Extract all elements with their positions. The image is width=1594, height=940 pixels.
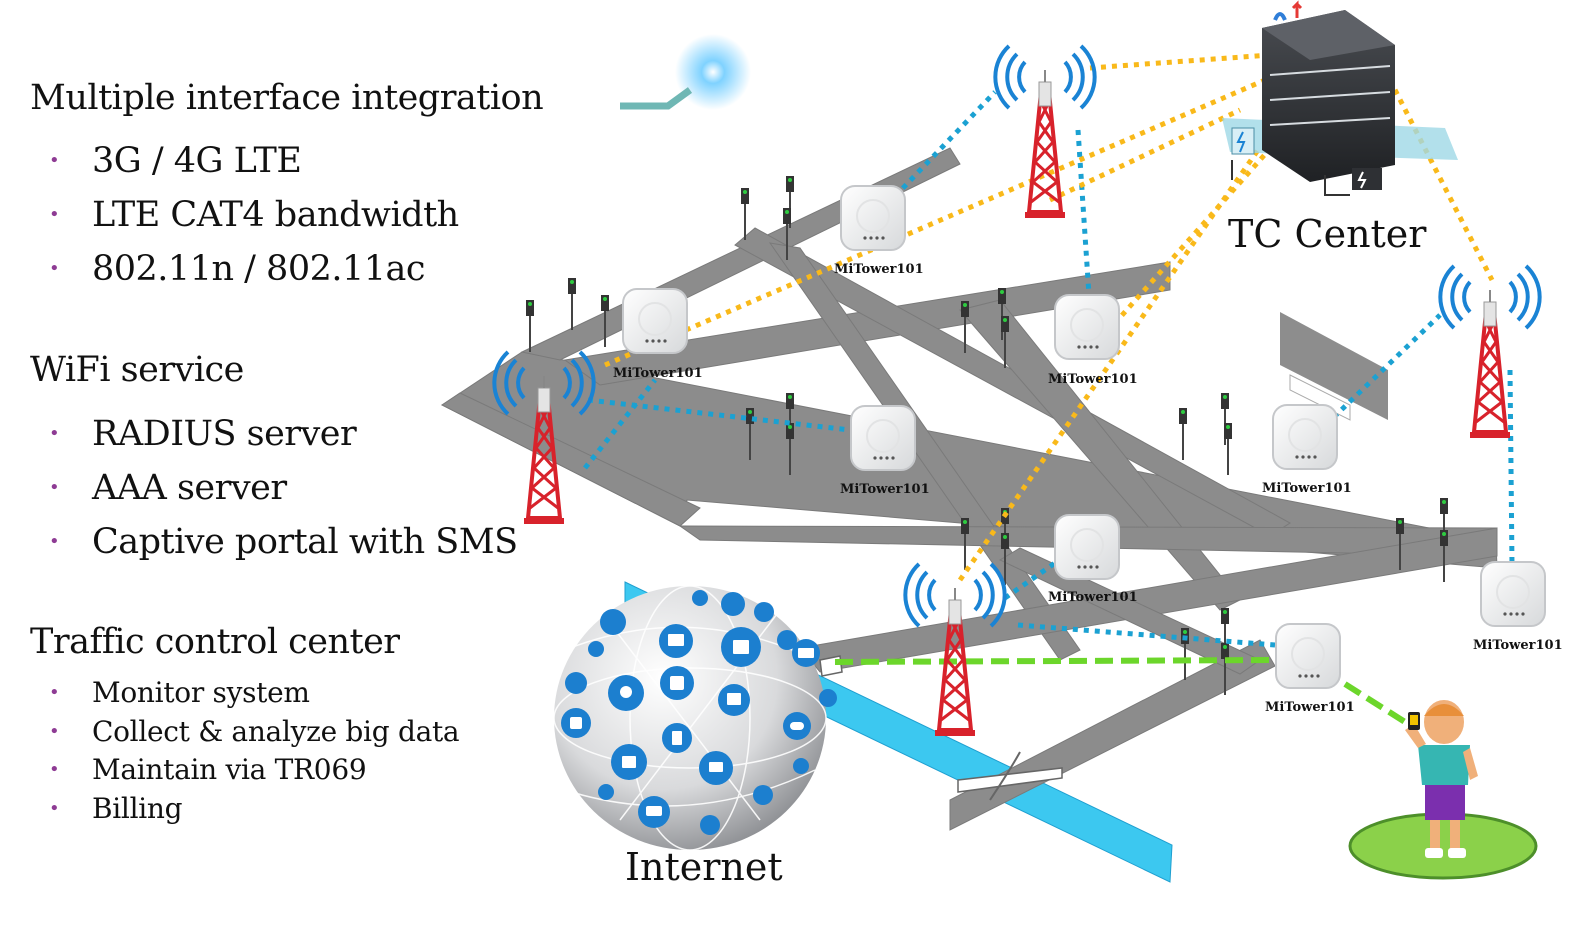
mobile-user-icon: [1348, 700, 1538, 880]
pointer-line: [620, 87, 693, 110]
access-point-label: MiTower101: [1048, 372, 1138, 387]
tc-center-label: TC Center: [1228, 212, 1427, 256]
list-item: •LTE CAT4 bandwidth: [45, 188, 459, 242]
access-point-icon: [850, 405, 916, 471]
wifi-list: •RADIUS server •AAA server •Captive port…: [45, 407, 518, 569]
bullet-icon: •: [49, 204, 60, 225]
bullet-icon: •: [49, 423, 60, 444]
access-point-icon: [1275, 623, 1341, 689]
bullet-icon: •: [49, 759, 60, 780]
list-item: •Collect & analyze big data: [45, 713, 460, 752]
list-item: •RADIUS server: [45, 407, 518, 461]
access-point-label: MiTower101: [1265, 700, 1355, 715]
list-item: •3G / 4G LTE: [45, 134, 459, 188]
access-point-icon: [840, 185, 906, 251]
interfaces-list: •3G / 4G LTE •LTE CAT4 bandwidth •802.11…: [45, 134, 459, 296]
glow-light-icon: [675, 34, 751, 110]
data-center-building-icon: [1222, 0, 1458, 196]
client-links: [834, 657, 1407, 725]
bullet-icon: •: [49, 720, 60, 742]
access-point-icon: [1054, 294, 1120, 360]
bullet-icon: •: [49, 797, 60, 819]
access-point-icon: [1054, 514, 1120, 580]
access-point-label: MiTower101: [1473, 638, 1563, 653]
access-point-label: MiTower101: [840, 482, 930, 497]
access-point-label: MiTower101: [613, 366, 703, 381]
section-title-traffic: Traffic control center: [30, 622, 400, 662]
bullet-icon: •: [49, 531, 60, 552]
bridge-segment: [1289, 374, 1351, 421]
bullet-icon: •: [49, 682, 60, 703]
traffic-list: •Monitor system •Collect & analyze big d…: [45, 674, 460, 829]
wifi-links: [583, 90, 1515, 648]
access-point-label: MiTower101: [1262, 481, 1352, 496]
bullet-icon: •: [49, 258, 60, 279]
access-point-icon: [622, 288, 688, 354]
list-item: •AAA server: [45, 461, 518, 515]
list-item: •802.11n / 802.11ac: [45, 242, 459, 296]
bridge: [819, 655, 1063, 801]
list-item: •Captive portal with SMS: [45, 515, 518, 569]
access-point-label: MiTower101: [834, 262, 924, 277]
list-item: •Billing: [45, 790, 459, 829]
bullet-icon: •: [49, 477, 60, 498]
cell-tower-icon: [1438, 264, 1542, 440]
access-point-icon: [1272, 404, 1338, 470]
road-network: [441, 147, 1498, 831]
feature-list-panel: Multiple interface integration •3G / 4G …: [0, 0, 620, 940]
internet-label: Internet: [625, 845, 783, 889]
section-title-interfaces: Multiple interface integration: [30, 78, 544, 118]
backhaul-links: [604, 52, 1495, 582]
access-point-label: MiTower101: [1048, 590, 1138, 605]
access-point-icon: [1480, 561, 1546, 627]
list-item: •Monitor system: [45, 674, 459, 713]
list-item: •Maintain via TR069: [45, 751, 459, 790]
internet-globe-icon: [553, 585, 837, 851]
bullet-icon: •: [49, 150, 60, 171]
section-title-wifi: WiFi service: [30, 350, 244, 390]
